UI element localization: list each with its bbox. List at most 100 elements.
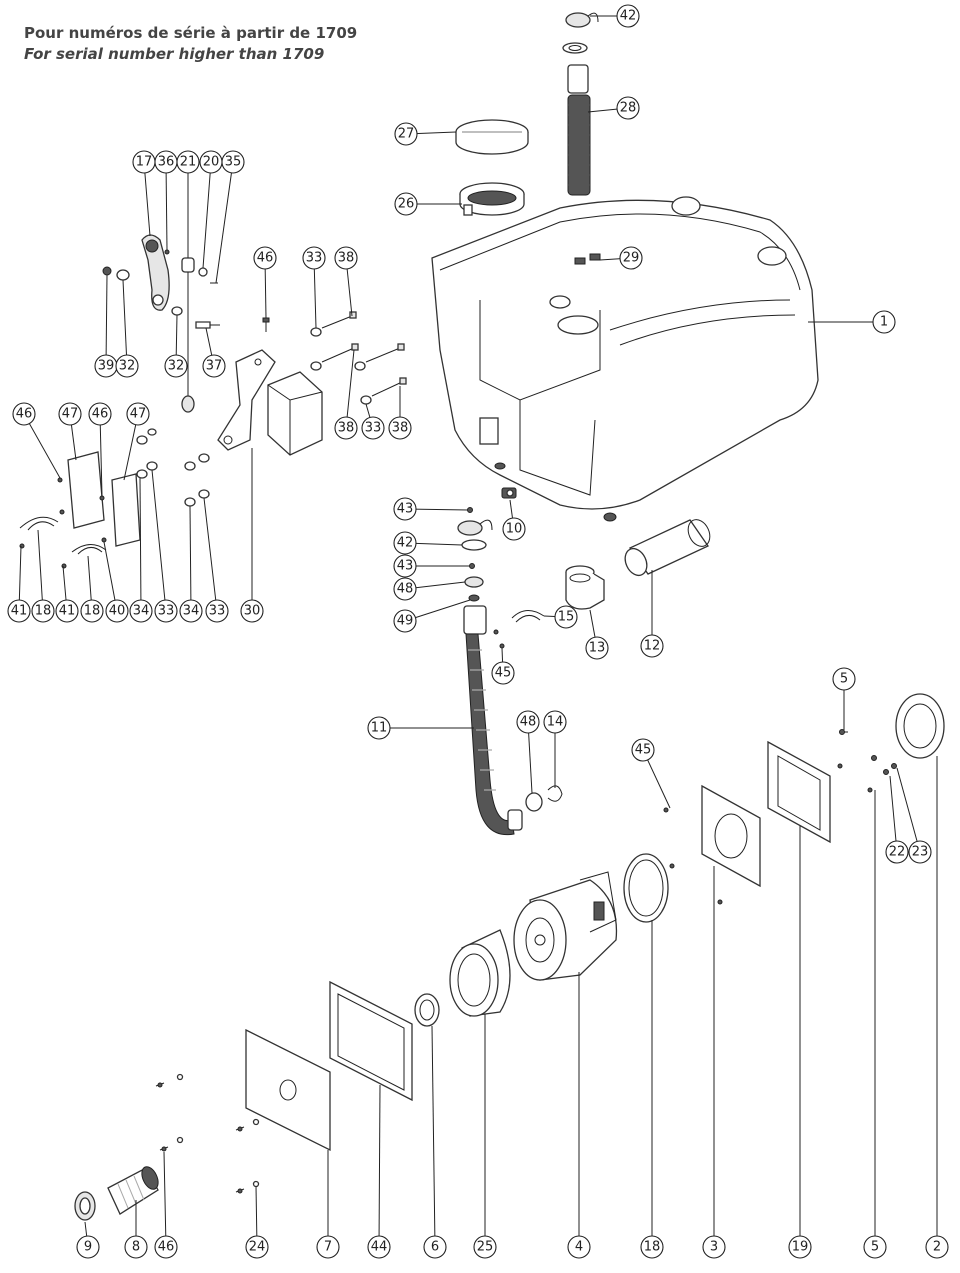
callout-circle <box>702 1235 726 1259</box>
callout-32: 32 <box>115 354 139 378</box>
callout-number: 47 <box>130 407 147 422</box>
callout-number: 43 <box>397 502 414 517</box>
part-tube-12 <box>624 519 711 577</box>
callout-number: 26 <box>398 197 415 212</box>
part-ring-6 <box>414 993 440 1027</box>
callout-number: 37 <box>206 359 223 374</box>
callout-number: 9 <box>84 1240 92 1255</box>
leader-line-6 <box>431 1025 436 1248</box>
part-frame-19 <box>767 740 873 844</box>
callout-number: 2 <box>933 1240 941 1255</box>
callout-circle <box>585 636 609 660</box>
part-filter-cover <box>455 119 529 155</box>
part-hose-28 <box>567 64 591 196</box>
part-plug-14 <box>525 785 563 812</box>
callout-34: 34 <box>129 599 153 623</box>
callout-number: 21 <box>180 155 197 170</box>
leader-line-32 <box>122 279 128 367</box>
part-handle-cluster <box>102 234 220 413</box>
callout-circle <box>619 246 643 270</box>
callout-circle <box>367 716 391 740</box>
callout-42: 42 <box>616 4 640 28</box>
callout-number: 45 <box>495 666 512 681</box>
callout-7: 7 <box>316 1235 340 1259</box>
parts-drawing <box>19 12 945 1221</box>
callout-27: 27 <box>394 122 418 146</box>
callout-37: 37 <box>202 354 226 378</box>
callout-number: 32 <box>119 359 136 374</box>
callout-circle <box>640 634 664 658</box>
callout-35: 35 <box>221 150 245 174</box>
leader-line-33 <box>151 469 167 612</box>
callout-circle <box>640 1235 664 1259</box>
callout-circle <box>245 1235 269 1259</box>
callout-46: 46 <box>12 402 36 426</box>
header-english: For serial number higher than 1709 <box>24 45 325 63</box>
callout-number: 23 <box>912 845 929 860</box>
callout-34: 34 <box>179 599 203 623</box>
callout-20: 20 <box>199 150 223 174</box>
callout-number: 5 <box>840 672 848 687</box>
callout-48: 48 <box>516 710 540 734</box>
callout-circle <box>12 402 36 426</box>
callout-4: 4 <box>567 1235 591 1259</box>
callout-circle <box>388 416 412 440</box>
callout-number: 25 <box>477 1240 494 1255</box>
callout-circle <box>179 599 203 623</box>
callout-circle <box>7 599 31 623</box>
part-screws-38 <box>262 311 407 405</box>
callout-19: 19 <box>788 1235 812 1259</box>
callout-15: 15 <box>554 605 578 629</box>
callout-9: 9 <box>76 1235 100 1259</box>
callout-23: 23 <box>908 840 932 864</box>
callout-36: 36 <box>154 150 178 174</box>
callout-circle <box>105 599 129 623</box>
callout-circle <box>164 354 188 378</box>
header-french: Pour numéros de série à partir de 1709 <box>24 24 358 42</box>
leader-line-46 <box>23 413 61 479</box>
callout-number: 39 <box>98 359 115 374</box>
callout-number: 8 <box>132 1240 140 1255</box>
callout-circle <box>885 840 909 864</box>
callout-26: 26 <box>394 192 418 216</box>
callout-18: 18 <box>80 599 104 623</box>
callout-circle <box>240 599 264 623</box>
leader-line-44 <box>378 1084 381 1248</box>
callout-number: 10 <box>506 522 523 537</box>
leader-line-39 <box>105 274 108 367</box>
callout-number: 42 <box>620 9 637 24</box>
leader-line-20 <box>202 161 212 269</box>
part-plate-24 <box>245 1028 331 1152</box>
callout-number: 30 <box>244 604 261 619</box>
callout-46: 46 <box>154 1235 178 1259</box>
callout-49: 49 <box>393 609 417 633</box>
part-plate-3 <box>701 784 761 905</box>
callout-number: 48 <box>397 582 414 597</box>
callout-number: 46 <box>158 1240 175 1255</box>
callout-45: 45 <box>491 661 515 685</box>
callout-32: 32 <box>164 354 188 378</box>
callout-circle <box>58 402 82 426</box>
callout-circle <box>491 661 515 685</box>
callout-number: 47 <box>62 407 79 422</box>
callout-circle <box>176 150 200 174</box>
callout-number: 33 <box>365 421 382 436</box>
leader-line-48 <box>527 721 533 794</box>
callout-number: 38 <box>392 421 409 436</box>
callout-number: 33 <box>306 251 323 266</box>
callout-number: 5 <box>871 1240 879 1255</box>
callout-circle <box>316 1235 340 1259</box>
leader-line-17 <box>143 161 151 237</box>
callout-number: 29 <box>623 251 640 266</box>
callout-12: 12 <box>640 634 664 658</box>
leader-line-38 <box>345 349 355 429</box>
callout-number: 22 <box>889 845 906 860</box>
callout-circle <box>393 531 417 555</box>
callout-circle <box>473 1235 497 1259</box>
part-cap-top <box>562 12 599 54</box>
callout-number: 19 <box>792 1240 809 1255</box>
part-ring-25 <box>449 929 511 1017</box>
callout-number: 49 <box>397 614 414 629</box>
callout-21: 21 <box>176 150 200 174</box>
